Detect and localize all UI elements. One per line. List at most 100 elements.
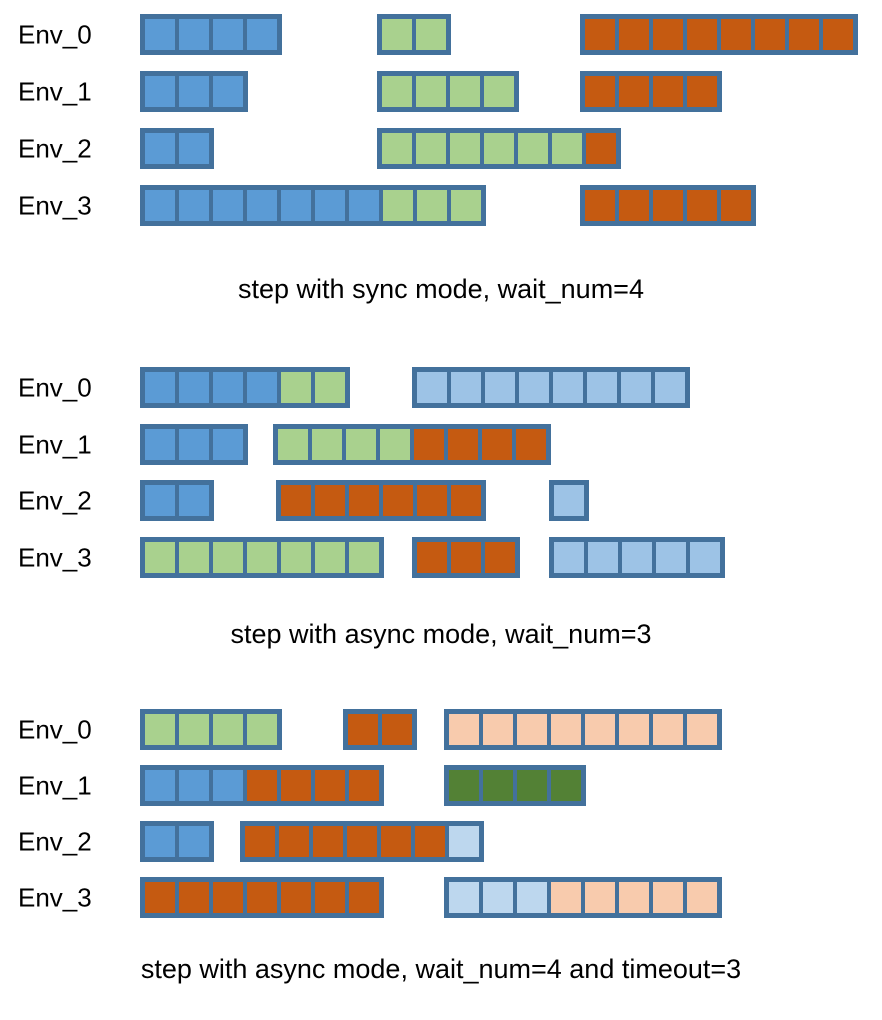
step-cell-orange [687,19,717,50]
step-bar [377,128,621,169]
step-cell-pale-blue [517,882,547,913]
step-cell-blue [145,19,175,50]
step-bar [140,537,384,578]
step-cell-green [312,429,342,460]
step-cell-light-blue [519,372,549,403]
step-bar [140,709,282,750]
step-cell-green [416,19,446,50]
step-cell-orange [585,190,615,221]
step-bar [140,765,384,806]
step-bar [377,71,519,112]
step-cell-dark-green [551,770,581,801]
step-bar [444,709,722,750]
env-row-async-wait3-env_0: Env_0 [0,367,882,408]
step-cell-blue [247,19,277,50]
step-cell-orange [313,826,343,857]
env-row-label: Env_3 [18,542,92,572]
env-row-label: Env_3 [18,882,92,912]
step-cell-orange [381,826,411,857]
step-cell-green [416,133,446,164]
step-bar [140,367,350,408]
env-row-label: Env_1 [18,429,92,459]
step-bar [273,424,551,465]
step-cell-orange [315,882,345,913]
step-cell-blue [213,770,243,801]
step-cell-peach [483,714,513,745]
step-cell-orange [721,19,751,50]
step-cell-green [383,190,413,221]
step-cell-green [281,542,311,573]
env-row-async-wait3-env_1: Env_1 [0,424,882,465]
step-cell-green [484,76,514,107]
step-cell-orange [619,190,649,221]
step-cell-orange [619,19,649,50]
step-cell-blue [179,19,209,50]
step-cell-orange [349,485,379,516]
step-cell-orange [315,485,345,516]
step-cell-blue [213,429,243,460]
step-cell-orange [653,19,683,50]
step-cell-blue [213,76,243,107]
step-cell-green [416,76,446,107]
step-cell-light-blue [690,542,720,573]
step-cell-blue [145,429,175,460]
step-cell-green [247,714,277,745]
env-row-label: Env_0 [18,19,92,49]
step-cell-peach [687,714,717,745]
step-cell-peach [585,714,615,745]
step-bar [412,537,520,578]
step-cell-dark-green [449,770,479,801]
step-cell-peach [653,714,683,745]
step-cell-orange [347,826,377,857]
step-cell-blue [315,190,345,221]
env-row-label: Env_2 [18,485,92,515]
step-cell-blue [247,190,277,221]
step-cell-light-blue [554,485,584,516]
env-row-label: Env_2 [18,826,92,856]
step-cell-green [213,714,243,745]
step-cell-orange [349,882,379,913]
step-cell-orange [619,76,649,107]
env-row-label: Env_2 [18,133,92,163]
step-cell-blue [213,372,243,403]
env-row-async-wait3-env_3: Env_3 [0,537,882,578]
step-bar [140,424,248,465]
step-cell-green [484,133,514,164]
step-bar [343,709,417,750]
step-cell-blue [179,429,209,460]
step-cell-blue [179,770,209,801]
step-cell-peach [551,714,581,745]
step-cell-blue [179,190,209,221]
step-cell-peach [517,714,547,745]
step-cell-green [382,76,412,107]
step-bar [140,480,214,521]
step-cell-blue [349,190,379,221]
step-cell-green [450,76,480,107]
step-cell-orange [653,190,683,221]
step-cell-orange [213,882,243,913]
step-cell-blue [145,76,175,107]
env-row-sync-wait4-env_1: Env_1 [0,71,882,112]
step-cell-blue [179,76,209,107]
step-cell-green [315,542,345,573]
env-row-async-wait4-timeout3-env_3: Env_3 [0,877,882,918]
step-cell-green [247,542,277,573]
step-bar [444,765,586,806]
step-bar [240,821,484,862]
step-cell-orange [179,882,209,913]
step-bar [140,821,214,862]
step-cell-peach [551,882,581,913]
step-cell-light-blue [451,372,481,403]
step-cell-orange [281,485,311,516]
step-cell-orange [145,882,175,913]
step-cell-blue [145,190,175,221]
step-cell-green [179,542,209,573]
env-row-sync-wait4-env_2: Env_2 [0,128,882,169]
step-cell-green [213,542,243,573]
step-cell-orange [382,714,412,745]
step-cell-blue [145,133,175,164]
step-cell-orange [482,429,512,460]
step-cell-orange [789,19,819,50]
step-cell-peach [687,882,717,913]
